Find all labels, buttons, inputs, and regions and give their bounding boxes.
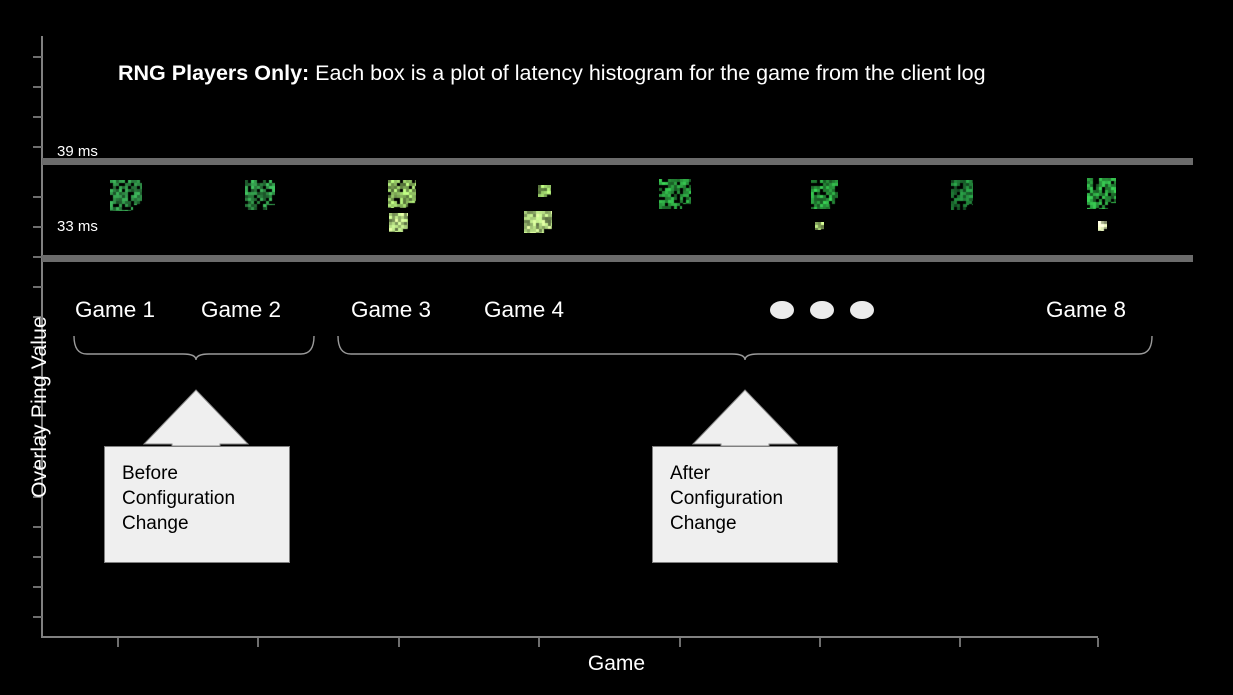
x-axis-tick-0 (117, 638, 119, 647)
histogram-box (1098, 221, 1107, 231)
y-axis-label: Overlay Ping Value (28, 316, 51, 498)
x-axis-tick-3 (538, 638, 540, 647)
y-axis-tick-15 (33, 526, 42, 528)
y-axis-tick-5 (33, 226, 42, 228)
y-axis-tick-6 (33, 256, 42, 258)
histogram-box (1087, 178, 1116, 209)
y-axis-tick-9 (33, 346, 42, 348)
game-label-5: Game 8 (1046, 297, 1127, 322)
y-axis-tick-16 (33, 556, 42, 558)
x-axis-line (41, 636, 1098, 638)
y-axis-tick-13 (33, 466, 42, 468)
x-axis-label: Game (587, 652, 646, 675)
histogram-box (524, 211, 552, 233)
band-label-0: 39 ms (57, 143, 98, 160)
game-label-3: Game 3 (351, 297, 432, 322)
x-axis-tick-1 (257, 638, 259, 647)
after-brace (337, 336, 1153, 361)
y-axis-tick-14 (33, 496, 42, 498)
histogram-box (110, 180, 142, 211)
y-axis-line (41, 36, 43, 638)
callout-line-1: Before (122, 463, 178, 484)
y-axis-tick-11 (33, 406, 42, 408)
y-axis-tick-4 (33, 196, 42, 198)
x-axis-tick-4 (679, 638, 681, 647)
callout-line-3: Change (670, 513, 737, 534)
x-axis-tick-5 (819, 638, 821, 647)
y-axis-tick-3 (33, 146, 42, 148)
ellipsis-dot-2 (810, 301, 834, 319)
x-axis-tick-2 (398, 638, 400, 647)
callout-line-1: After (670, 463, 711, 484)
x-axis-tick-7 (1097, 638, 1099, 647)
ellipsis-dot-3 (850, 301, 874, 319)
y-axis-tick-1 (33, 86, 42, 88)
histogram-box (659, 179, 691, 209)
band-upper-39ms (42, 158, 1193, 165)
y-axis-tick-10 (33, 376, 42, 378)
y-axis-tick-7 (33, 286, 42, 288)
histogram-box (951, 180, 973, 210)
x-axis-tick-6 (959, 638, 961, 647)
histogram-box (245, 180, 275, 210)
chart-title-rest: Each box is a plot of latency histogram … (309, 61, 986, 85)
histogram-box (388, 180, 416, 208)
game-label-2: Game 2 (201, 297, 282, 322)
band-label-1: 33 ms (57, 218, 98, 235)
histogram-box (389, 213, 408, 232)
callout-line-2: Configuration (670, 488, 784, 509)
y-axis-tick-17 (33, 586, 42, 588)
y-axis-tick-8 (33, 316, 42, 318)
callout-line-3: Change (122, 513, 189, 534)
before-brace (73, 336, 315, 361)
ellipsis-dot-1 (770, 301, 794, 319)
histogram-box (538, 185, 551, 197)
chart-title-bold: RNG Players Only: (118, 61, 310, 85)
y-axis-tick-12 (33, 436, 42, 438)
callout-arrow (142, 389, 250, 447)
game-label-1: Game 1 (75, 297, 156, 322)
histogram-box (815, 222, 824, 230)
band-lower-33ms (42, 255, 1193, 262)
game-label-4: Game 4 (484, 297, 565, 322)
callout-arrow (691, 389, 799, 447)
callout-line-2: Configuration (122, 488, 236, 509)
y-axis-tick-18 (33, 616, 42, 618)
histogram-box (811, 180, 838, 209)
y-axis-tick-0 (33, 56, 42, 58)
chart-title: RNG Players Only: Each box is a plot of … (118, 61, 986, 86)
y-axis-tick-2 (33, 116, 42, 118)
